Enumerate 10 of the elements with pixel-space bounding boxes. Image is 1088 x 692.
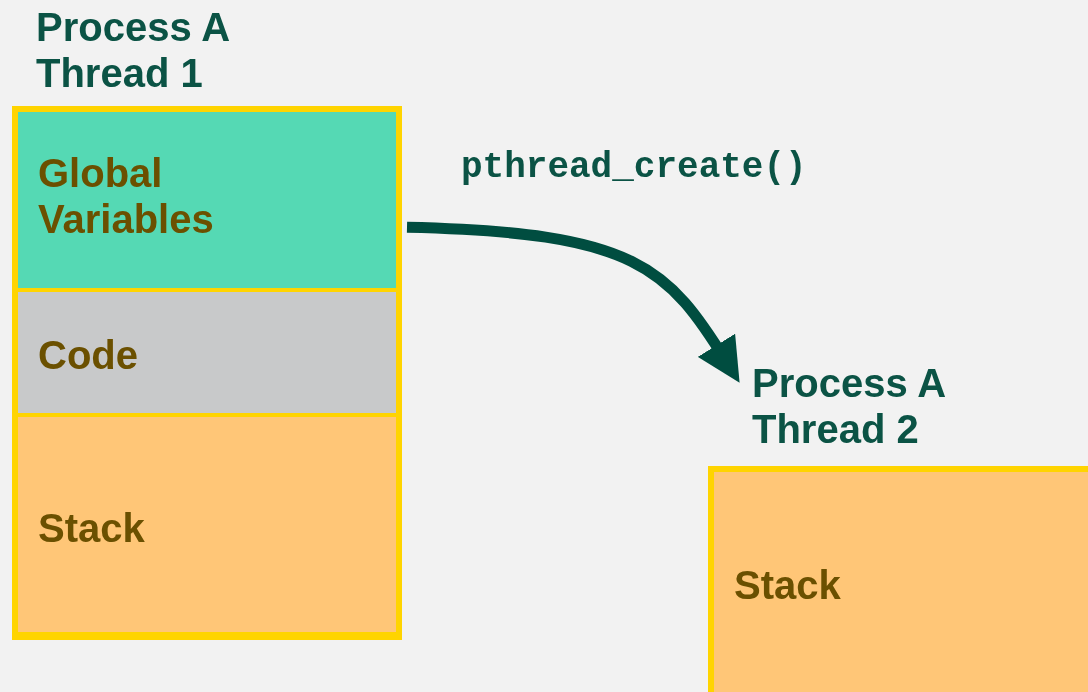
group-heading: Process A Thread 1	[36, 4, 230, 96]
segment-label: Global Variables	[38, 150, 215, 242]
memory-segment	[15, 289, 399, 416]
segment-label: Code	[38, 332, 139, 378]
memory-segment	[15, 109, 399, 291]
segment-label: Stack	[734, 562, 842, 608]
segment-label: Stack	[38, 505, 146, 551]
arrow	[406, 221, 740, 383]
group-heading: Process A Thread 2	[752, 360, 946, 452]
memory-segment	[15, 414, 399, 635]
